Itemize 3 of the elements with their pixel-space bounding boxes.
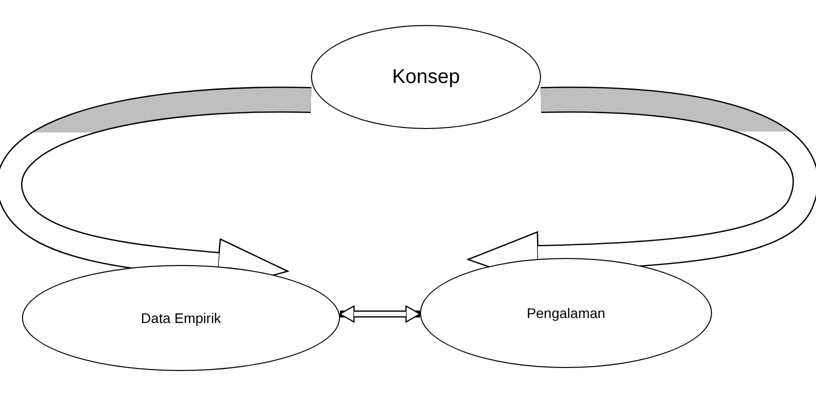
- node-label: Pengalaman: [526, 305, 606, 321]
- node-label: Konsep: [392, 66, 460, 88]
- node-label: Data Empirik: [140, 310, 222, 326]
